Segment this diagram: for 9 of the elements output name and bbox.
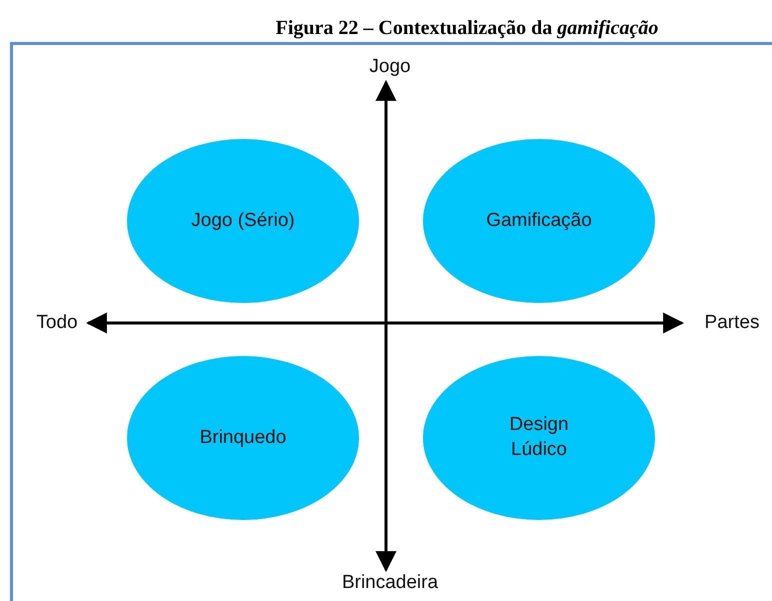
ellipse-label: Brinquedo xyxy=(198,426,288,450)
axis-label: Partes xyxy=(704,312,760,334)
figure-title: Figura 22 – Contextualização da gamificação xyxy=(274,17,660,40)
axis-label: Jogo xyxy=(369,56,411,78)
axis-label: Brincadeira xyxy=(342,572,438,594)
axis-label: Todo xyxy=(36,312,78,334)
ellipse-label: Gamificação xyxy=(485,208,593,233)
ellipse-label: Jogo (Sério) xyxy=(190,208,296,233)
ellipse-label: Design Lúdico xyxy=(508,413,570,462)
